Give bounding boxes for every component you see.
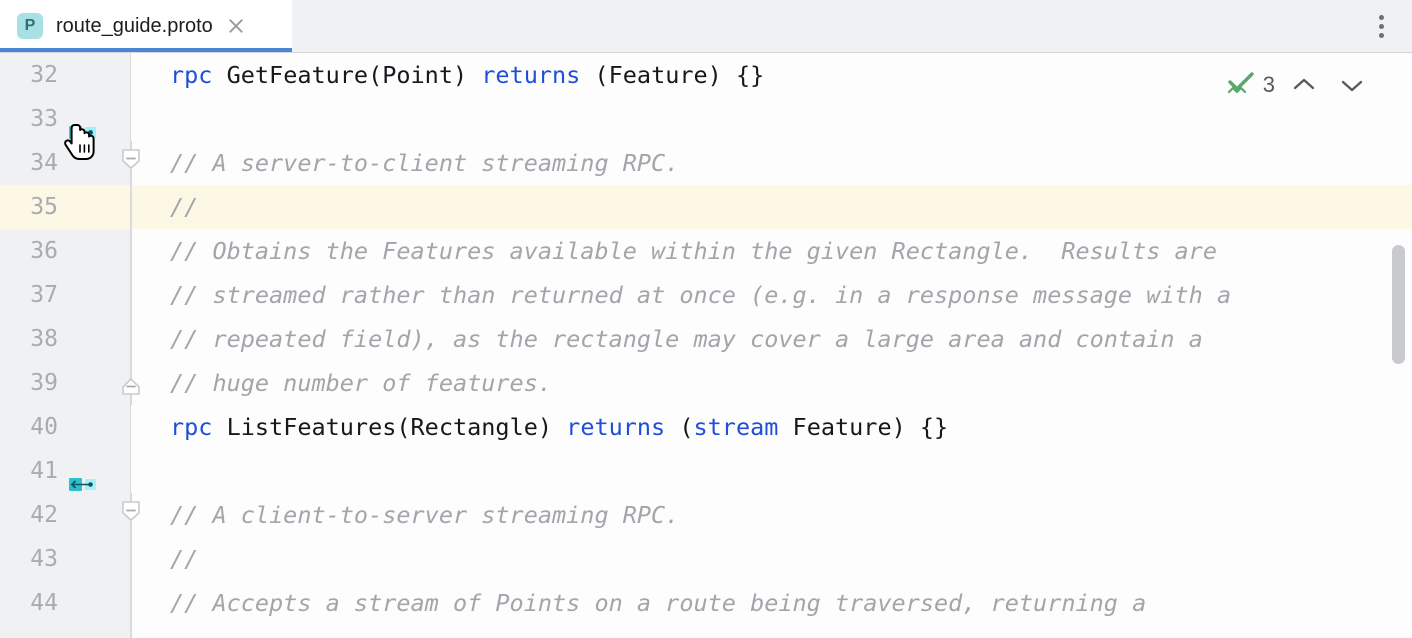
code-line-43[interactable]: 43 // — [0, 537, 1412, 581]
line-number-35[interactable]: 35 — [30, 194, 58, 220]
keyword-token: returns — [481, 61, 581, 89]
code-text-43[interactable]: // — [170, 537, 198, 581]
kebab-menu-icon[interactable] — [1367, 12, 1395, 40]
active-tab-underline — [0, 48, 292, 52]
line-number-37[interactable]: 37 — [30, 282, 58, 308]
inspection-count: 3 — [1262, 72, 1275, 97]
comment-token: // Obtains the Features available within… — [170, 237, 1217, 265]
keyword-token: returns — [566, 413, 666, 441]
code-line-34[interactable]: 34 // A server-to-client streaming RPC. — [0, 141, 1412, 185]
kebab-dot-3 — [1378, 32, 1384, 38]
line-number-32[interactable]: 32 — [30, 62, 58, 88]
line-number-40[interactable]: 40 — [30, 414, 58, 440]
proto-file-icon: P — [17, 13, 43, 39]
kebab-dot-2 — [1378, 23, 1384, 29]
line-number-41[interactable]: 41 — [30, 458, 58, 484]
fold-region-line — [130, 229, 132, 273]
code-line-42[interactable]: 42 // A client-to-server streaming RPC. — [0, 493, 1412, 537]
code-line-35[interactable]: 35 // — [0, 185, 1412, 229]
comment-token: // Accepts a stream of Points on a route… — [170, 589, 1147, 617]
code-line-32[interactable]: 32 rpc GetFeature(Point) returns (Feature… — [0, 53, 1412, 97]
code-token: ListFeatures(Rectangle) — [212, 413, 567, 441]
line-number-38[interactable]: 38 — [30, 326, 58, 352]
kebab-dot-1 — [1378, 14, 1384, 20]
inspection-widget[interactable]: 3 — [1225, 65, 1371, 105]
code-text-32[interactable]: rpc GetFeature(Point) returns (Feature) … — [170, 53, 764, 97]
scrollbar-thumb[interactable] — [1392, 245, 1405, 364]
code-line-39[interactable]: 39 // huge number of features. — [0, 361, 1412, 405]
previous-problem-icon[interactable] — [1285, 66, 1323, 104]
fold-region-line — [130, 273, 132, 317]
fold-region-line — [130, 317, 132, 361]
comment-token: // — [170, 193, 199, 221]
comment-token: // repeated field), as the rectangle may… — [170, 325, 1203, 353]
editor-tab-bar: P route_guide.proto — [0, 0, 1412, 53]
grpc-server-streaming-icon[interactable] — [68, 475, 98, 495]
line-number-34[interactable]: 34 — [30, 150, 58, 176]
code-token: Feature) {} — [778, 413, 949, 441]
comment-token: // A server-to-client streaming RPC. — [170, 149, 680, 177]
keyword-token: stream — [693, 413, 779, 441]
editor-tab-route-guide-proto[interactable]: P route_guide.proto — [0, 0, 292, 52]
fold-collapse-icon[interactable] — [120, 498, 142, 524]
code-text-42[interactable]: // A client-to-server streaming RPC. — [170, 493, 679, 537]
code-token: (Feature) {} — [580, 61, 765, 89]
caret-line-highlight — [0, 185, 1412, 229]
comment-token: // A client-to-server streaming RPC. — [170, 501, 680, 529]
fold-region-end-icon[interactable] — [120, 374, 142, 400]
fold-region-line — [130, 185, 132, 229]
code-text-38[interactable]: // repeated field), as the rectangle may… — [170, 317, 1203, 361]
code-token: ( — [665, 413, 694, 441]
fold-marker-column[interactable] — [119, 53, 143, 638]
line-number-42[interactable]: 42 — [30, 502, 58, 528]
code-line-40[interactable]: 40 rpc ListFeatures(Rectangle) returns (s… — [0, 405, 1412, 449]
comment-token: // streamed rather than returned at once… — [170, 281, 1232, 309]
code-text-35[interactable]: // — [170, 185, 198, 229]
editor-scrollbar[interactable] — [1385, 53, 1412, 638]
inspections-ok-icon[interactable] — [1225, 67, 1257, 104]
code-text-37[interactable]: // streamed rather than returned at once… — [170, 273, 1231, 317]
fold-region-line — [130, 537, 132, 638]
code-text-40[interactable]: rpc ListFeatures(Rectangle) returns (str… — [170, 405, 948, 449]
comment-token: // — [170, 545, 199, 573]
line-number-33[interactable]: 33 — [30, 106, 58, 132]
grpc-unary-rpc-icon[interactable] — [68, 123, 98, 143]
code-line-38[interactable]: 38 // repeated field), as the rectangle m… — [0, 317, 1412, 361]
line-number-39[interactable]: 39 — [30, 370, 58, 396]
code-line-37[interactable]: 37 // streamed rather than returned at on… — [0, 273, 1412, 317]
code-text-39[interactable]: // huge number of features. — [170, 361, 552, 405]
code-line-41[interactable]: 41 — [0, 449, 1412, 493]
code-text-34[interactable]: // A server-to-client streaming RPC. — [170, 141, 679, 185]
code-line-33[interactable]: 33 — [0, 97, 1412, 141]
code-text-44[interactable]: // Accepts a stream of Points on a route… — [170, 581, 1146, 625]
line-number-36[interactable]: 36 — [30, 238, 58, 264]
next-problem-icon[interactable] — [1333, 66, 1371, 104]
line-number-43[interactable]: 43 — [30, 546, 58, 572]
code-line-36[interactable]: 36 // Obtains the Features available with… — [0, 229, 1412, 273]
close-icon[interactable] — [226, 16, 246, 36]
code-token: GetFeature(Point) — [212, 61, 482, 89]
fold-collapse-icon[interactable] — [120, 146, 142, 172]
line-number-44[interactable]: 44 — [30, 590, 58, 616]
keyword-token: rpc — [170, 61, 213, 89]
code-text-36[interactable]: // Obtains the Features available within… — [170, 229, 1217, 273]
code-line-44[interactable]: 44 // Accepts a stream of Points on a rou… — [0, 581, 1412, 625]
comment-token: // huge number of features. — [170, 369, 553, 397]
keyword-token: rpc — [170, 413, 213, 441]
editor-tab-label: route_guide.proto — [56, 14, 213, 37]
